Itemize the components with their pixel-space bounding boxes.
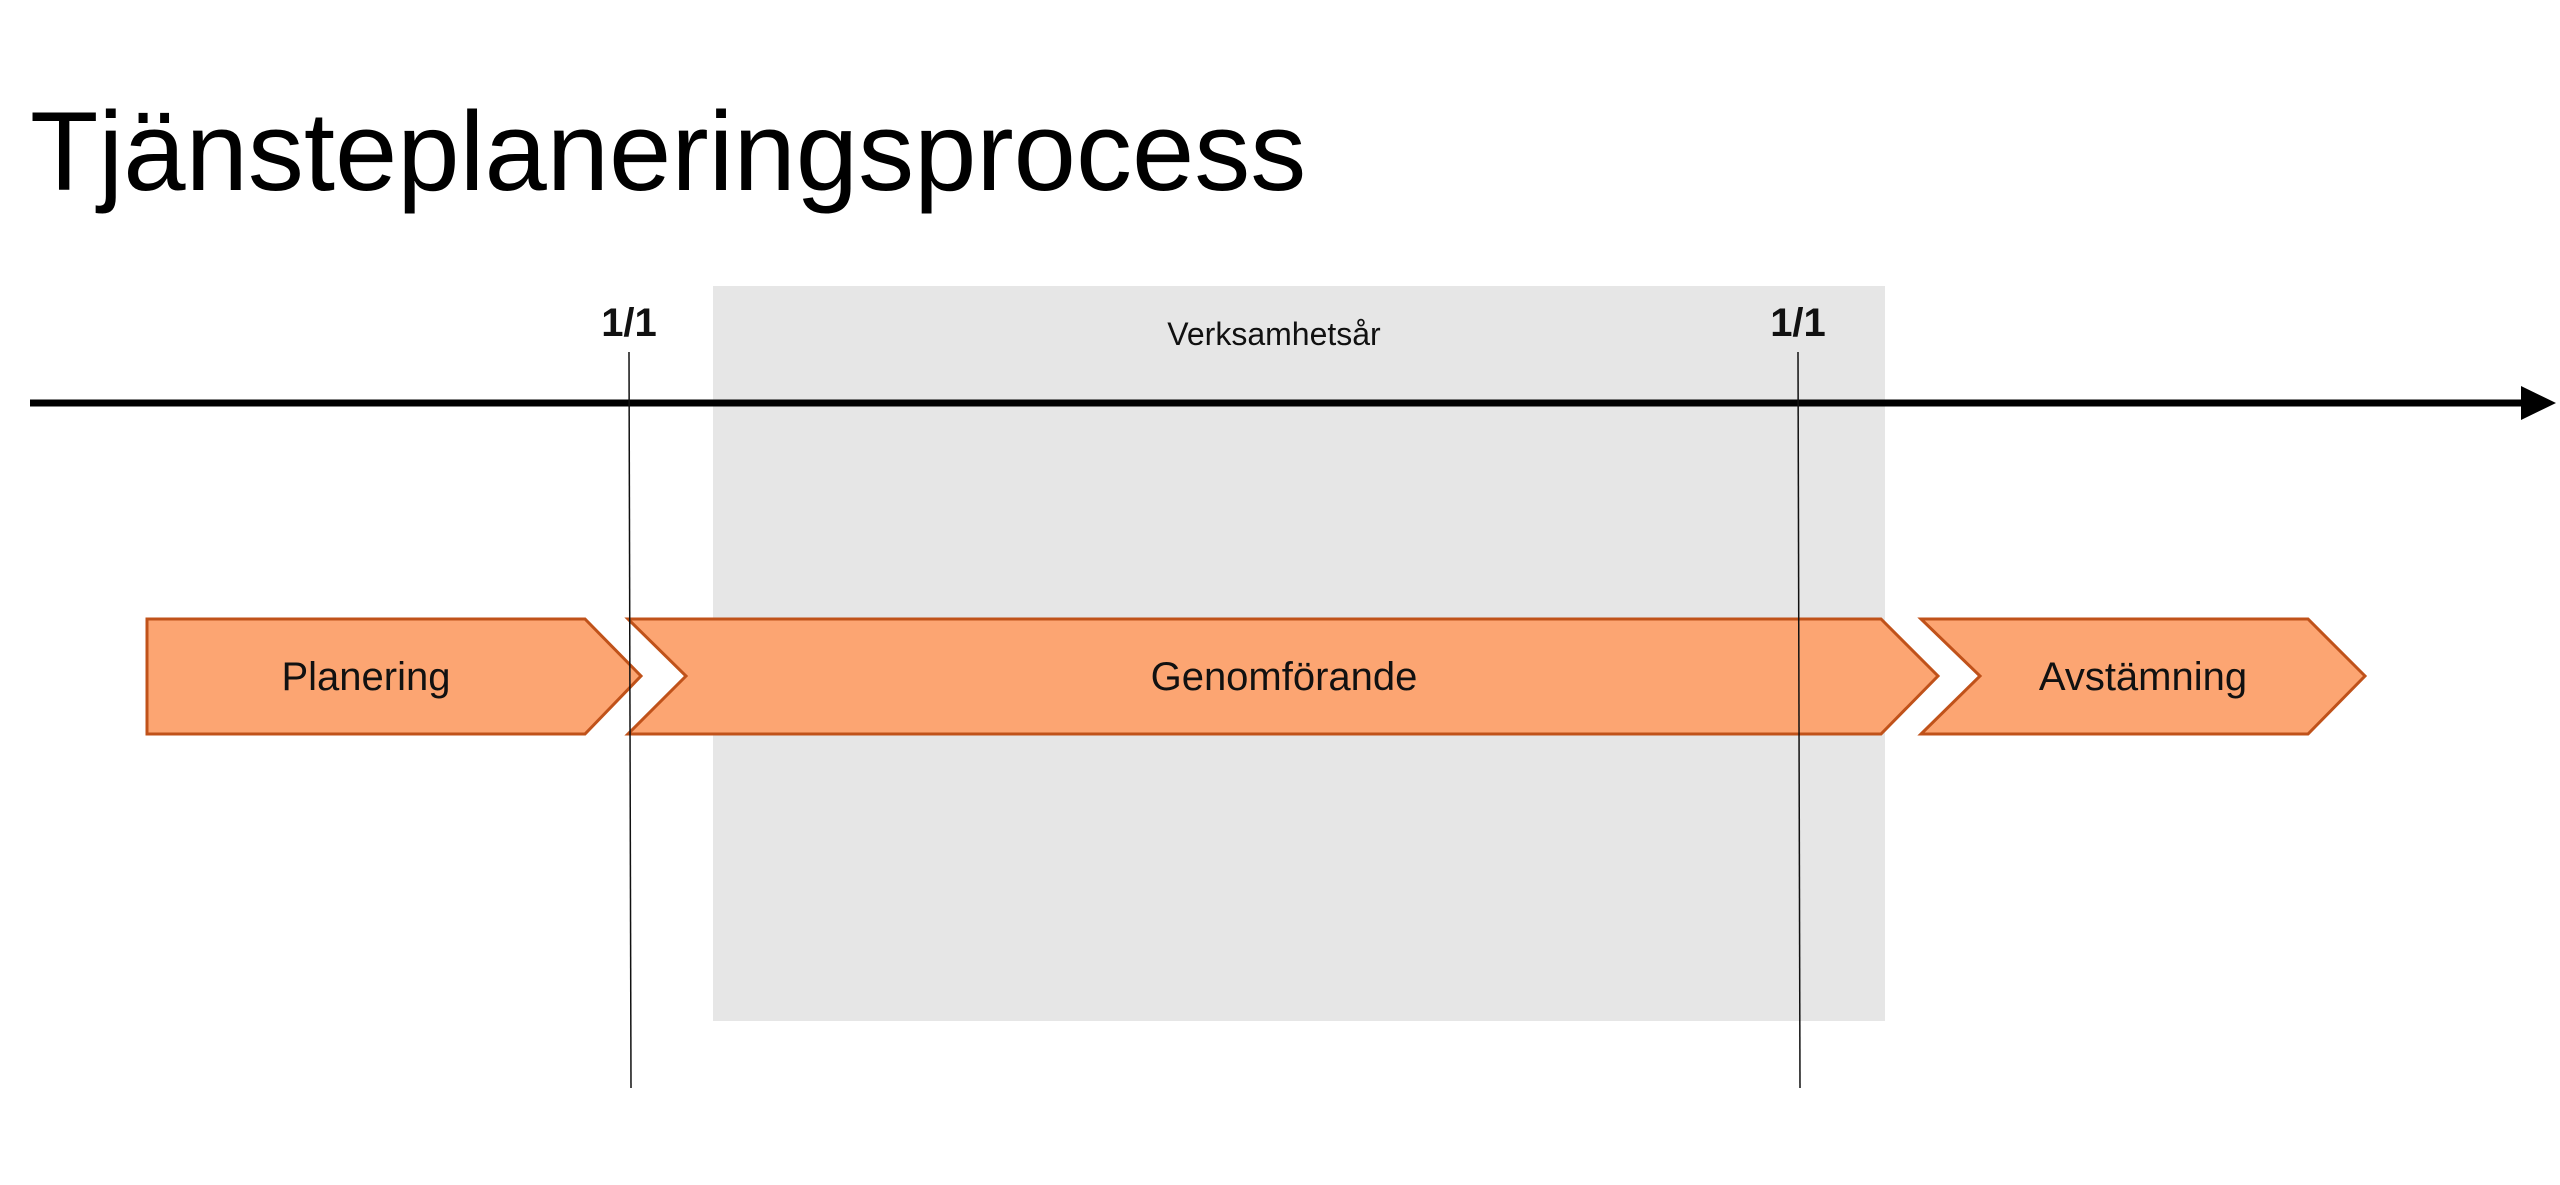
stage-planering xyxy=(145,617,644,736)
year-end-marker-line xyxy=(1797,351,1801,1089)
fiscal-year-label: Verksamhetsår xyxy=(1167,316,1381,352)
year-start-marker-label: 1/1 xyxy=(601,301,657,345)
page-title: Tjänsteplaneringsprocess xyxy=(30,89,1306,214)
stage-genomforande xyxy=(624,617,1941,736)
stage-avstamning xyxy=(1917,617,2368,736)
stage-planering-label: Planering xyxy=(281,655,450,699)
stage-avstamning-label: Avstämning xyxy=(2039,655,2247,699)
stage-genomforande-label: Genomförande xyxy=(1151,655,1418,699)
arrowhead-icon xyxy=(2521,386,2556,420)
year-start-marker-line xyxy=(628,351,632,1089)
year-end-marker-label: 1/1 xyxy=(1770,301,1826,345)
